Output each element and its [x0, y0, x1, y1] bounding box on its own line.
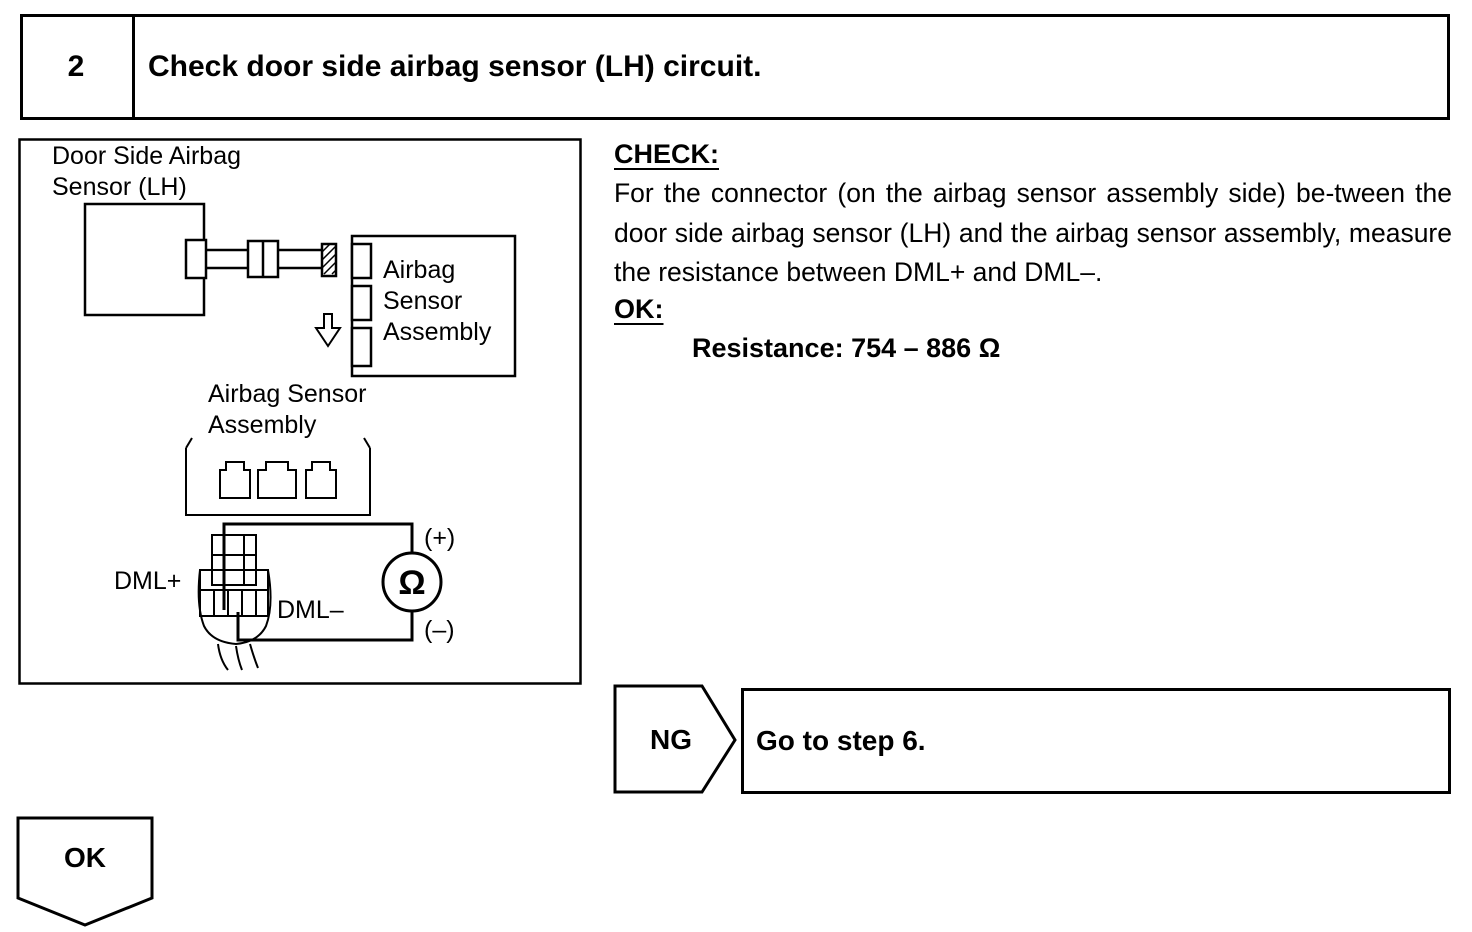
assembly-label-line1: Airbag — [383, 256, 455, 284]
resistance-spec: Resistance: 754 – 886 Ω — [692, 333, 1001, 363]
assembly-connector-slots — [350, 242, 373, 368]
connector-face — [185, 437, 371, 516]
step-header-box — [20, 14, 1450, 120]
door-sensor-label-line2: Sensor (LH) — [52, 173, 187, 201]
connector-label-line1: Airbag Sensor — [208, 380, 366, 408]
hatched-terminal — [321, 243, 337, 275]
connector-label-line2: Assembly — [208, 411, 317, 439]
assembly-label-line2: Sensor — [383, 287, 462, 315]
check-heading: CHECK: — [614, 139, 719, 169]
step-title: Check door side airbag sensor (LH) circu… — [148, 50, 762, 83]
check-instructions: For the connector (on the airbag sensor … — [614, 178, 1452, 287]
ng-flow-shape — [613, 684, 737, 794]
terminal-plus-label: DML+ — [114, 567, 181, 595]
ok-flow-shape — [16, 816, 154, 927]
step-number: 2 — [67, 50, 85, 83]
ohmmeter — [381, 551, 443, 613]
ok-heading: OK: — [614, 294, 664, 324]
probed-connector — [197, 534, 272, 671]
down-arrow-icon — [314, 313, 342, 348]
assembly-label-line3: Assembly — [383, 318, 492, 346]
ng-target-box — [741, 688, 1451, 794]
door-sensor-body — [83, 202, 206, 317]
door-sensor-label-line1: Door Side Airbag — [52, 142, 241, 170]
ohm-symbol: Ω — [398, 564, 425, 602]
terminal-minus-label: DML– — [277, 596, 344, 624]
ok-label: OK — [64, 842, 106, 873]
harness-connector — [184, 238, 338, 280]
probe-plus-label: (+) — [424, 524, 455, 552]
probe-minus-label: (–) — [424, 616, 455, 644]
ng-target-text: Go to step 6. — [756, 725, 926, 756]
probe-leads — [222, 522, 414, 642]
assembly-box — [350, 234, 517, 378]
ng-label: NG — [650, 724, 692, 755]
step-header-divider — [132, 14, 135, 120]
diagram-frame — [18, 138, 582, 685]
